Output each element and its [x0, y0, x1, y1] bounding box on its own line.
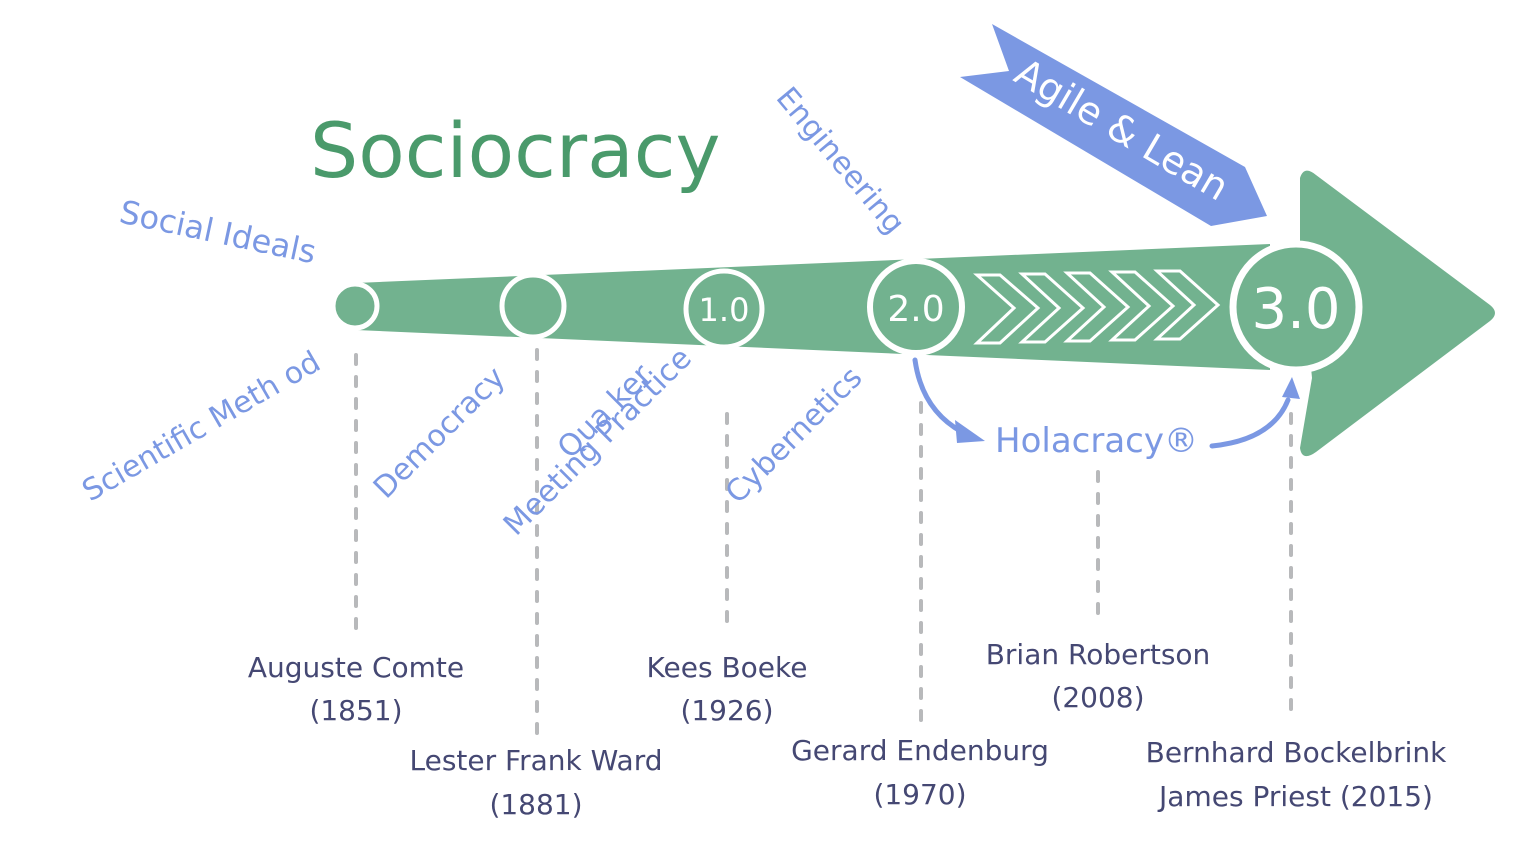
person-endenburg-year: (1970) — [873, 778, 966, 811]
page-title: Sociocracy — [310, 106, 721, 195]
milestone-2-0 — [867, 258, 965, 356]
influence-social-ideals: Social Ideals — [116, 193, 319, 272]
holacracy-label: Holacracy® — [995, 421, 1198, 461]
people-labels: Auguste Comte (1851) Lester Frank Ward (… — [248, 638, 1447, 821]
person-robertson-name: Brian Robertson — [986, 638, 1211, 671]
agile-lean-ribbon: Agile & Lean — [960, 24, 1267, 226]
agile-lean-label: Agile & Lean — [1007, 50, 1236, 210]
person-priest-year: James Priest (2015) — [1157, 780, 1433, 813]
person-comte-name: Auguste Comte — [248, 651, 464, 684]
person-comte-year: (1851) — [309, 694, 402, 727]
person-ward-name: Lester Frank Ward — [410, 744, 663, 777]
milestone-1-0-label: 1.0 — [699, 291, 750, 329]
person-bockelbrink-name: Bernhard Bockelbrink — [1146, 736, 1448, 769]
influence-scientific-method: Scientific Meth od — [77, 344, 327, 509]
influence-quaker-line2: Meeting Practice — [497, 341, 699, 543]
chevron-icon — [1063, 271, 1131, 343]
arrow-head-icon — [1282, 377, 1300, 399]
person-ward-year: (1881) — [489, 788, 582, 821]
agile-lean-banner — [960, 24, 1267, 226]
arrow-shaft — [356, 244, 1270, 370]
milestone-3-0 — [1229, 240, 1363, 374]
influence-cybernetics: Cybernetics — [719, 360, 869, 510]
arrow-head — [1300, 170, 1495, 457]
arrow-head-icon — [955, 420, 985, 443]
milestone-social-ideals — [330, 281, 380, 331]
arrow-from-holacracy — [1209, 397, 1291, 449]
milestone-2-0-label: 2.0 — [887, 289, 944, 330]
influence-democracy: Democracy — [367, 360, 512, 505]
chevron-icon — [1018, 272, 1086, 344]
person-robertson-year: (2008) — [1051, 681, 1144, 714]
chevron-icon — [1108, 270, 1176, 342]
chevron-icon — [1153, 269, 1221, 341]
milestone-democracy — [499, 272, 567, 340]
person-endenburg-name: Gerard Endenburg — [791, 734, 1049, 767]
milestone-1-0 — [683, 268, 765, 350]
person-boeke-name: Kees Boeke — [647, 651, 808, 684]
arrow-to-holacracy — [912, 357, 965, 435]
influence-engineering: Engineering — [769, 81, 912, 241]
holacracy-branch: Holacracy® — [912, 357, 1300, 461]
milestone-3-0-label: 3.0 — [1251, 277, 1340, 342]
chevron-icon — [973, 273, 1041, 345]
person-boeke-year: (1926) — [680, 694, 773, 727]
milestones: 1.0 2.0 3.0 — [330, 240, 1363, 374]
progress-chevrons — [973, 269, 1221, 345]
timeline-guides — [354, 348, 1293, 737]
